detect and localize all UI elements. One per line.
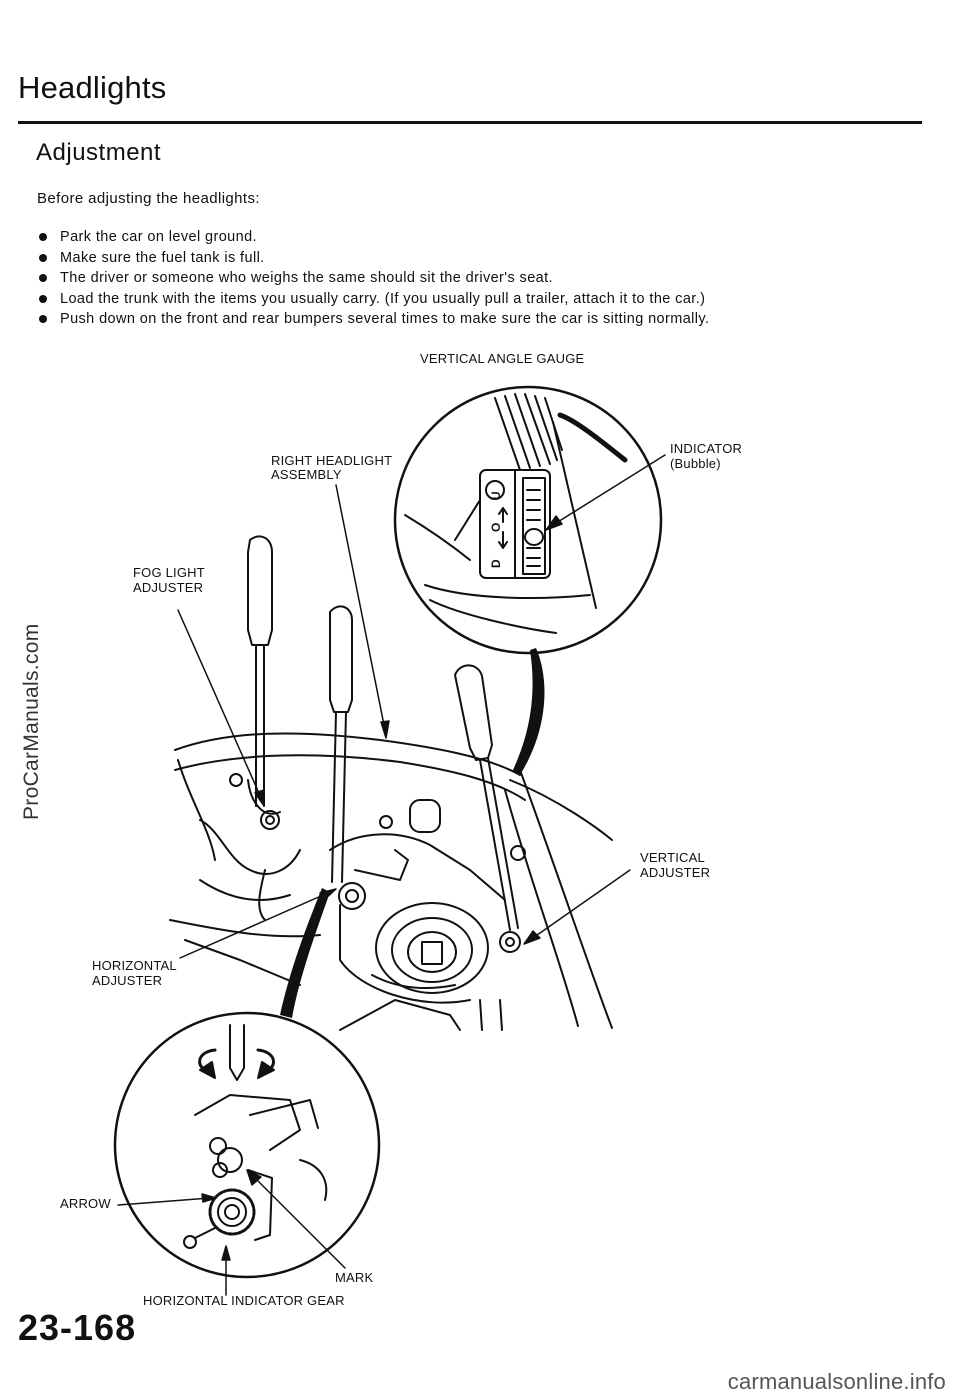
label-right-headlight-line1: RIGHT HEADLIGHT (271, 453, 393, 468)
gauge-callout-tail (512, 648, 545, 775)
list-item: Make sure the fuel tank is full. (37, 248, 709, 269)
title-rule (18, 121, 922, 124)
label-indicator-line2: (Bubble) (670, 456, 721, 471)
bullet-icon (39, 315, 47, 323)
label-arrow: ARROW (60, 1196, 111, 1211)
label-vertical-adjuster-line2: ADJUSTER (640, 865, 711, 880)
bottom-watermark: carmanualsonline.info (727, 1369, 946, 1394)
bullet-icon (39, 294, 47, 303)
gauge-letter-d: D (489, 559, 503, 568)
side-watermark: ProCarManuals.com (20, 623, 43, 821)
gauge-letter-o: O (489, 523, 503, 532)
label-horizontal-adjuster-line2: ADJUSTER (92, 973, 163, 988)
screwdriver-fog-light (247, 535, 273, 807)
lower-callout-tail (280, 888, 330, 1018)
label-vertical-adjuster-line1: VERTICAL (640, 850, 705, 865)
gauge-detail-circle (393, 385, 663, 655)
list-item: Load the trunk with the items you usuall… (37, 289, 709, 310)
bullet-icon (39, 274, 47, 282)
list-item: Park the car on level ground. (37, 227, 709, 248)
precondition-list: Park the car on level ground. Make sure … (37, 227, 709, 330)
gauge-letter-u: U (489, 491, 503, 500)
label-fog-light-line2: ADJUSTER (133, 580, 204, 595)
bullet-icon (39, 233, 47, 241)
label-mark: MARK (335, 1270, 374, 1285)
label-horizontal-indicator-gear: HORIZONTAL INDICATOR GEAR (143, 1293, 345, 1308)
screwdriver-horizontal (329, 605, 353, 883)
section-subtitle: Adjustment (36, 139, 162, 166)
list-item: The driver or someone who weighs the sam… (37, 268, 709, 289)
label-right-headlight-line2: ASSEMBLY (271, 467, 342, 482)
label-fog-light-line1: FOG LIGHT (133, 565, 205, 580)
list-item-text: Push down on the front and rear bumpers … (60, 311, 710, 327)
horizontal-adjuster-detail-circle (113, 1011, 381, 1279)
list-item-text: Load the trunk with the items you usuall… (60, 290, 706, 307)
leader-lines (117, 454, 666, 1296)
label-indicator-line1: INDICATOR (670, 441, 743, 456)
page-number: 23-168 (18, 1307, 137, 1348)
label-horizontal-adjuster-line1: HORIZONTAL (92, 958, 177, 973)
list-item-text: The driver or someone who weighs the sam… (60, 270, 553, 286)
intro-text: Before adjusting the headlights: (37, 190, 260, 207)
screwdriver-vertical (454, 664, 519, 931)
list-item-text: Park the car on level ground. (60, 229, 257, 245)
bullet-icon (39, 253, 47, 262)
label-vertical-angle-gauge: VERTICAL ANGLE GAUGE (420, 351, 585, 366)
list-item: Push down on the front and rear bumpers … (37, 309, 709, 330)
list-item-text: Make sure the fuel tank is full. (60, 249, 265, 266)
page-title: Headlights (18, 70, 167, 105)
headlight-assembly (169, 732, 613, 1031)
